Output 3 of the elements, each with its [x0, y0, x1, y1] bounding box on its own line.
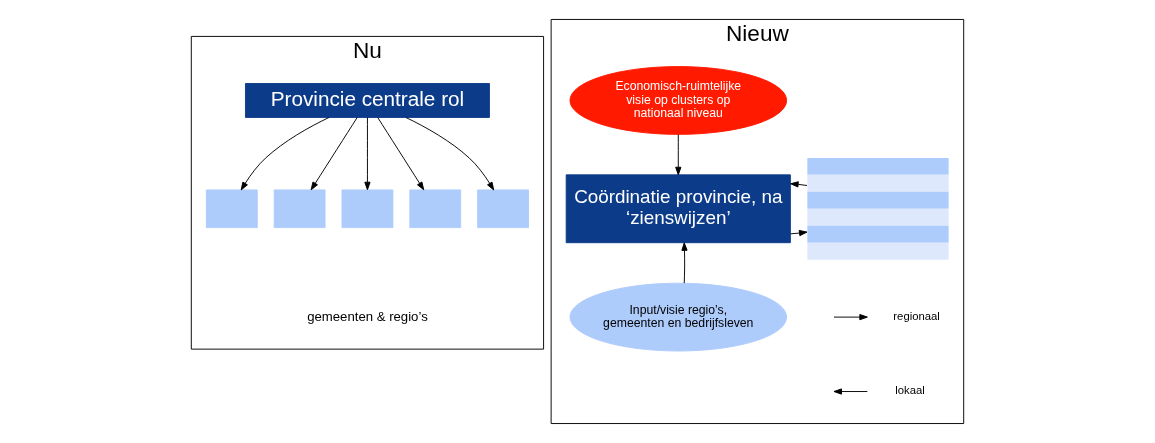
label: gemeenten & regio’s	[307, 308, 428, 324]
legend-label: regionaal	[893, 310, 940, 323]
legend-label: lokaal	[895, 384, 925, 397]
